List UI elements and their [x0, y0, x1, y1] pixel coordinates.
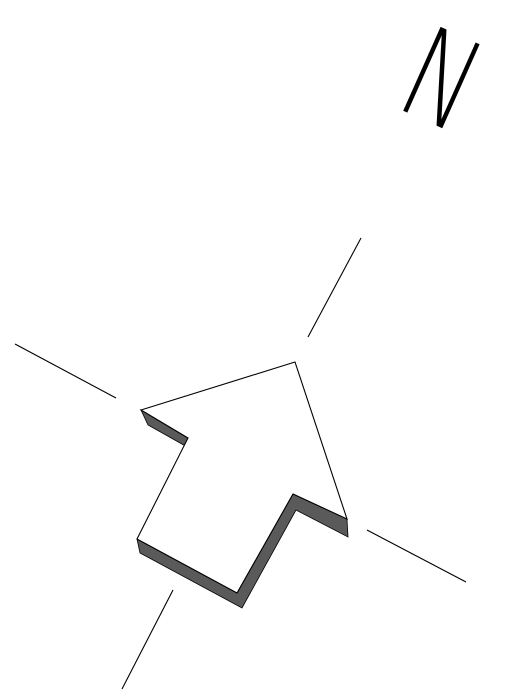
- crosshair-line-right: [366, 529, 467, 583]
- arrow-body: [136, 361, 348, 594]
- north-label: N: [381, 0, 502, 161]
- crosshair-line-bottom: [121, 589, 174, 690]
- crosshair-line-left: [14, 343, 117, 399]
- crosshair-line-top: [307, 237, 362, 338]
